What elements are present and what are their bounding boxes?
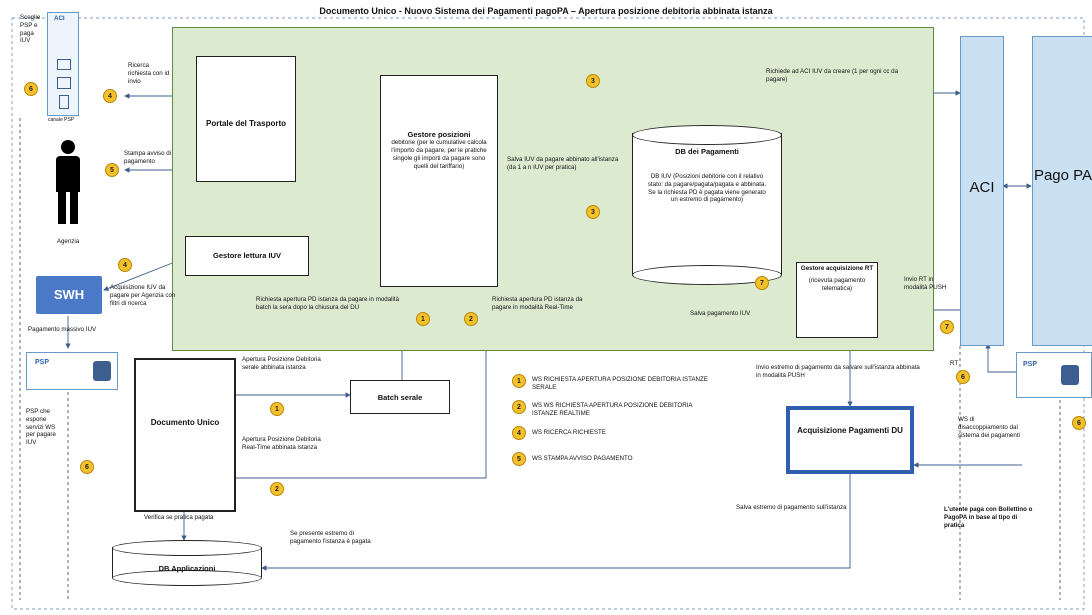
label-salva-pagamento: Salva pagamento IUV bbox=[690, 310, 751, 317]
gestore-posizioni-desc: debitorie (per le cumulative calcola l'i… bbox=[391, 139, 487, 170]
device-icon bbox=[57, 77, 71, 89]
badge-2-green: 2 bbox=[464, 312, 478, 326]
badge-2-du: 2 bbox=[270, 482, 284, 496]
legend-text: WS RICERCA RICHIESTE bbox=[532, 429, 606, 436]
gestore-lettura-label: Gestore lettura IUV bbox=[213, 251, 281, 260]
legend-item: 5 WS STAMPA AVVISO PAGAMENTO bbox=[512, 452, 722, 478]
db-applicazioni-label: DB Applicazioni bbox=[158, 564, 216, 573]
diagram-title: Documento Unico - Nuovo Sistema dei Paga… bbox=[319, 6, 773, 16]
legend-badge: 2 bbox=[512, 400, 526, 414]
legend: 1 WS RICHIESTA APERTURA POSIZIONE DEBITO… bbox=[512, 374, 722, 478]
label-richiesta-batch: Richiesta apertura PD istanza da pagare … bbox=[256, 296, 400, 311]
badge-6-psp: 6 bbox=[80, 460, 94, 474]
label-acquisizione-iuv: Acquisizione IUV da pagare per Agenzia c… bbox=[110, 284, 176, 307]
legend-badge: 4 bbox=[512, 426, 526, 440]
label-invio-rt: Invio RT in modalità PUSH bbox=[904, 276, 947, 291]
label-rt: RT bbox=[950, 360, 959, 367]
acquisizione-du-label: Acquisizione Pagamenti DU bbox=[797, 426, 903, 435]
badge-7-right: 7 bbox=[940, 320, 954, 334]
label-salva-estremo: Salva estremo di pagamento sull'istanza bbox=[736, 504, 847, 511]
aci-channel-icon: ACI bbox=[47, 12, 79, 116]
computer-icon bbox=[57, 59, 71, 70]
badge-6-rt: 6 bbox=[956, 370, 970, 384]
gestore-posizioni-title: Gestore posizioni bbox=[407, 130, 471, 139]
db-pagamenti-cylinder: DB dei Pagamenti DB IUV (Posizioni debit… bbox=[632, 125, 782, 285]
badge-4-mid: 4 bbox=[118, 258, 132, 272]
psp-right-label: PSP bbox=[1023, 361, 1038, 368]
label-pagamento-massivo: Pagamento massivo IUV bbox=[28, 326, 97, 333]
aci-small-label: ACI bbox=[54, 15, 65, 22]
documento-unico-box: Documento Unico bbox=[134, 358, 236, 512]
label-apertura-realtime: Apertura Posizione Debitoria Real-Time a… bbox=[242, 436, 321, 451]
label-stampa-avviso: Stampa avviso di pagamento bbox=[124, 150, 172, 165]
gestore-acquisizione-desc: (ricevuta pagamento telematica) bbox=[808, 276, 866, 292]
agenzia-label: Agenzia bbox=[56, 238, 80, 245]
badge-4-top: 4 bbox=[103, 89, 117, 103]
bank-icon bbox=[93, 361, 111, 381]
gestore-acquisizione-box: Gestore acquisizione RT (ricevuta pagame… bbox=[796, 262, 878, 338]
batch-serale-box: Batch serale bbox=[350, 380, 450, 414]
portale-label: Portale del Trasporto bbox=[205, 119, 287, 128]
badge-3-top: 3 bbox=[586, 74, 600, 88]
label-invio-estremo: Invio estremo di pagamento da salvare su… bbox=[756, 364, 920, 379]
legend-text: WS WS RICHIESTA APERTURA POSIZIONE DEBIT… bbox=[532, 402, 693, 417]
legend-text: WS RICHIESTA APERTURA POSIZIONE DEBITORI… bbox=[532, 376, 708, 391]
psp-left-box: PSP bbox=[26, 352, 118, 390]
pagopa-label: Pago PA bbox=[1033, 167, 1092, 184]
portale-trasporto-box: Portale del Trasporto bbox=[196, 56, 296, 182]
label-psp-espone: PSP che espone servizi WS per pagare IUV bbox=[26, 408, 56, 446]
legend-item: 4 WS RICERCA RICHIESTE bbox=[512, 426, 722, 452]
legend-item: 1 WS RICHIESTA APERTURA POSIZIONE DEBITO… bbox=[512, 374, 722, 400]
db-applicazioni-cylinder: DB Applicazioni bbox=[112, 540, 262, 590]
documento-unico-label: Documento Unico bbox=[150, 418, 220, 427]
person-icon bbox=[50, 140, 86, 232]
label-ricerca-richiesta: Ricerca richiesta con id invio bbox=[128, 62, 170, 85]
batch-serale-label: Batch serale bbox=[377, 393, 423, 402]
label-ws-disaccoppiamento: WS di disaccoppiamento dal sistema dei p… bbox=[958, 416, 1020, 439]
badge-1-green: 1 bbox=[416, 312, 430, 326]
badge-3-mid: 3 bbox=[586, 205, 600, 219]
acquisizione-du-box: Acquisizione Pagamenti DU bbox=[786, 406, 914, 474]
badge-1-du: 1 bbox=[270, 402, 284, 416]
label-salva-iuv: Salva IUV da pagare abbinato all'istanza… bbox=[507, 156, 619, 171]
pagopa-pillar: Pago PA bbox=[1032, 36, 1092, 346]
gestore-posizioni-box: Gestore posizioni debitorie (per le cumu… bbox=[380, 75, 498, 287]
label-verifica: Verifica se pratica pagata bbox=[144, 514, 214, 521]
psp-left-label: PSP bbox=[35, 359, 50, 366]
bank-icon bbox=[1061, 365, 1079, 385]
aci-label: ACI bbox=[969, 179, 995, 196]
legend-badge: 1 bbox=[512, 374, 526, 388]
label-richiesta-rt: Richiesta apertura PD istanza da pagare … bbox=[492, 296, 583, 311]
badge-6-left: 6 bbox=[24, 82, 38, 96]
label-sceglie-psp: Sceglie PSP e paga IUV bbox=[20, 14, 41, 45]
badge-5: 5 bbox=[105, 163, 119, 177]
gestore-lettura-box: Gestore lettura IUV bbox=[185, 236, 309, 276]
label-apertura-serale: Apertura Posizione Debitoria serale abbi… bbox=[242, 356, 321, 371]
label-utente-paga: L'utente paga con Bollettino o PagoPA in… bbox=[944, 506, 1033, 529]
psp-right-box: PSP bbox=[1016, 352, 1092, 398]
swh-box: SWH bbox=[36, 276, 102, 314]
tower-icon bbox=[59, 95, 69, 109]
legend-badge: 5 bbox=[512, 452, 526, 466]
badge-7-db: 7 bbox=[755, 276, 769, 290]
legend-text: WS STAMPA AVVISO PAGAMENTO bbox=[532, 455, 633, 462]
db-pagamenti-title: DB dei Pagamenti bbox=[675, 147, 739, 156]
gestore-acquisizione-title: Gestore acquisizione RT bbox=[800, 265, 874, 272]
badge-6-far: 6 bbox=[1072, 416, 1086, 430]
label-richiede-aci: Richiede ad ACI IUV da creare (1 per ogn… bbox=[766, 68, 899, 83]
label-se-presente: Se presente estremo di pagamento l'istan… bbox=[290, 530, 371, 545]
db-pagamenti-desc: DB IUV (Posizioni debitorie con il relat… bbox=[647, 173, 767, 204]
legend-item: 2 WS WS RICHIESTA APERTURA POSIZIONE DEB… bbox=[512, 400, 722, 426]
aci-pillar: ACI bbox=[960, 36, 1004, 346]
canale-psp-label: canale PSP bbox=[48, 117, 75, 123]
